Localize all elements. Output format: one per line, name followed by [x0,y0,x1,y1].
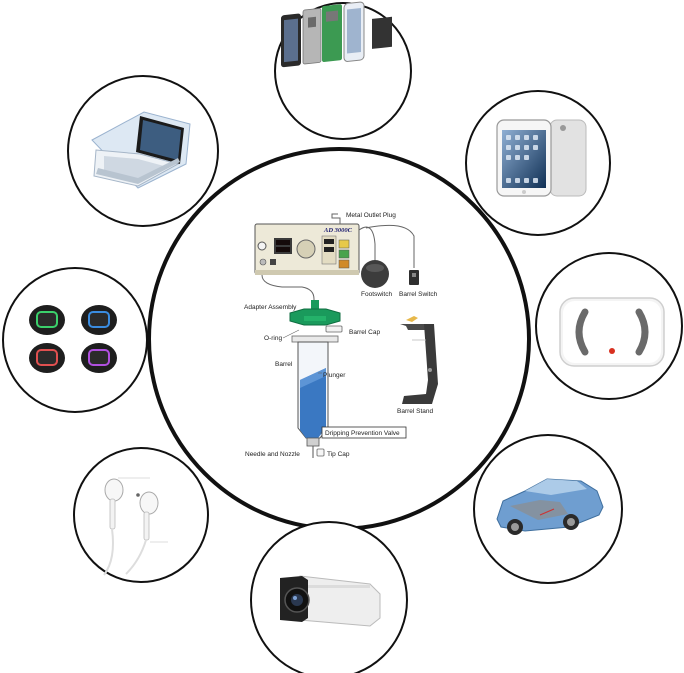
phone-components-circle [274,1,412,140]
pressure-knob [296,239,316,259]
needle-and-nozzle-label: Needle and Nozzle [245,451,300,458]
car-cutaway-icon [496,478,604,535]
dripping-prevention-valve-label: Dripping Prevention Valve [325,430,400,437]
tip-cap-label: Tip Cap [327,451,350,458]
adapter-assembly [289,300,341,326]
barrel-cap-label: Barrel Cap [349,329,380,336]
o-ring-label: O-ring [264,335,282,342]
barrel-switch [409,270,419,285]
controller-unit: AD 3000C [254,223,360,275]
footswitch [361,260,389,288]
dispensing-system-diagram: AD 3000C Metal Outlet Plug Footswitch [244,212,438,458]
laptop-circle [67,75,219,227]
metal-outlet-plug-label: Metal Outlet Plug [346,212,396,219]
camera-circle [250,521,408,673]
earphones-icon [103,477,168,576]
barrel-cap [325,325,343,333]
smartwatch-icon [29,305,117,373]
earphones-circle [73,447,209,583]
tip-cap [316,448,325,457]
barrel-label: Barrel [275,361,293,368]
barrel-stand [400,316,438,404]
footswitch-label: Footswitch [361,291,392,298]
wireless-charger-circle [535,252,683,400]
wireless-charger-icon [559,297,665,367]
tablet-icon [496,119,587,197]
controller-model-label: AD 3000C [323,227,353,234]
smartwatch-circle [2,267,148,413]
center-circle [147,147,531,531]
plunger-label: Plunger [323,372,346,379]
laptop-icon [91,111,191,189]
adapter-assembly-label: Adapter Assembly [244,304,297,311]
security-camera-icon [280,575,381,627]
tablet-circle [465,90,611,236]
phone-components-icon [281,1,392,68]
barrel-switch-label: Barrel Switch [399,291,438,298]
dripping-prevention-valve-callout: Dripping Prevention Valve [320,426,407,439]
car-circle [473,434,623,584]
barrel-stand-label: Barrel Stand [397,408,434,415]
syringe-barrel [291,335,339,458]
